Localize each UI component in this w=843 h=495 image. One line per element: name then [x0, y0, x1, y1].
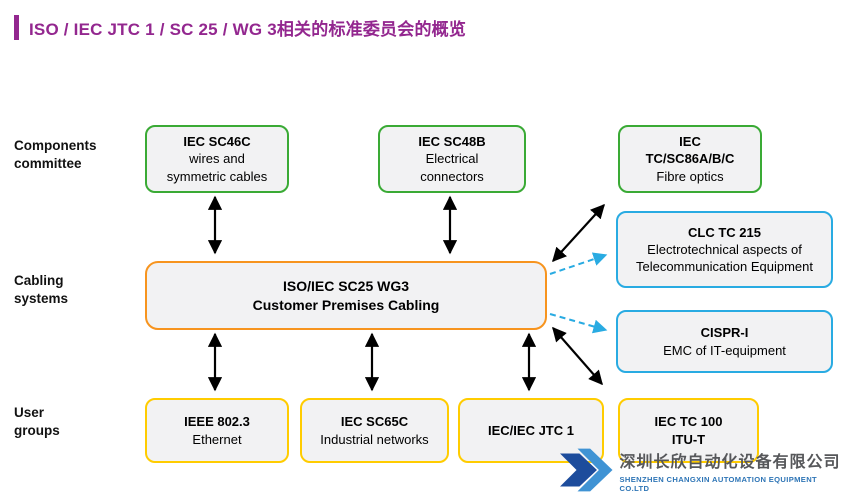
box-title: ISO/IEC SC25 WG3: [282, 278, 410, 295]
row-label-line: groups: [14, 422, 60, 438]
row-label-line: Components: [14, 138, 97, 153]
box-text: connectors: [420, 168, 484, 184]
row-label-user-groups: User groups: [14, 404, 60, 439]
box-text: symmetric cables: [166, 168, 268, 184]
row-label-line: Cabling: [14, 273, 64, 288]
dashed-arrow-sc25-cispr: [549, 313, 608, 334]
box-iec-tc-sc86abc: IEC TC/SC86A/B/C Fibre optics: [618, 125, 762, 193]
box-title: CISPR-I: [700, 325, 749, 341]
box-title: CLC TC 215: [688, 224, 761, 240]
box-title: Customer Premises Cabling: [252, 296, 440, 313]
company-name-chinese: 深圳长欣自动化设备有限公司: [619, 454, 841, 471]
box-text: wires and: [189, 151, 245, 167]
row-label-components-committee: Components committee: [14, 137, 97, 172]
box-text: Telecommunication Equipment: [635, 259, 814, 275]
box-text: Electrotechnical aspects of: [647, 241, 802, 257]
box-text: Industrial networks: [320, 431, 429, 447]
box-ieee-8023: IEEE 802.3 Ethernet: [145, 398, 289, 463]
box-text: Electrical: [425, 151, 479, 167]
company-name-english: SHENZHEN CHANGXIN AUTOMATION EQUIPMENT C…: [619, 475, 818, 493]
box-title: IEC SC48B: [418, 134, 486, 150]
box-iec-sc65c: IEC SC65C Industrial networks: [300, 398, 449, 463]
box-title: IEC SC65C: [340, 414, 409, 430]
box-clc-tc-215: CLC TC 215 Electrotechnical aspects of T…: [616, 211, 833, 288]
box-title: ITU-T: [671, 431, 706, 447]
box-text: Fibre optics: [656, 168, 724, 184]
box-iec-tc-100-itu-t: IEC TC 100 ITU-T: [618, 398, 759, 463]
box-text: Ethernet: [192, 431, 242, 447]
box-iec-iec-jtc-1: IEC/IEC JTC 1: [458, 398, 604, 463]
box-title: IEC/IEC JTC 1: [488, 422, 574, 438]
box-title: IEEE 802.3: [184, 414, 250, 430]
box-title: IEC TC 100: [654, 414, 723, 430]
box-title: IEC SC46C: [183, 134, 251, 150]
row-label-line: User: [14, 405, 45, 420]
page-title: ISO / IEC JTC 1 / SC 25 / WG 3相关的标准委员会的概…: [29, 20, 467, 39]
arrow-sc25-fibre-optics: [552, 203, 605, 263]
title-block: ISO / IEC JTC 1 / SC 25 / WG 3相关的标准委员会的概…: [14, 15, 466, 40]
company-logo-block: 深圳长欣自动化设备有限公司 SHENZHEN CHANGXIN AUTOMATI…: [560, 448, 843, 493]
title-accent-bar: [14, 15, 19, 40]
box-iso-iec-sc25-wg3: ISO/IEC SC25 WG3 Customer Premises Cabli…: [145, 261, 547, 330]
box-title: TC/SC86A/B/C: [645, 151, 735, 167]
row-label-line: committee: [14, 155, 82, 171]
row-label-line: systems: [14, 290, 69, 306]
box-title: IEC: [679, 134, 701, 150]
box-cispr-i: CISPR-I EMC of IT-equipment: [616, 310, 833, 373]
row-label-cabling-systems: Cabling systems: [14, 272, 68, 307]
box-iec-sc46c: IEC SC46C wires and symmetric cables: [145, 125, 289, 193]
box-text: EMC of IT-equipment: [663, 342, 786, 358]
dashed-arrow-sc25-clc215: [549, 252, 608, 275]
changxin-logo-icon: [560, 448, 613, 492]
company-name: 深圳长欣自动化设备有限公司 SHENZHEN CHANGXIN AUTOMATI…: [620, 448, 843, 493]
box-iec-sc48b: IEC SC48B Electrical connectors: [378, 125, 526, 193]
arrow-sc25-tc100: [552, 326, 603, 386]
